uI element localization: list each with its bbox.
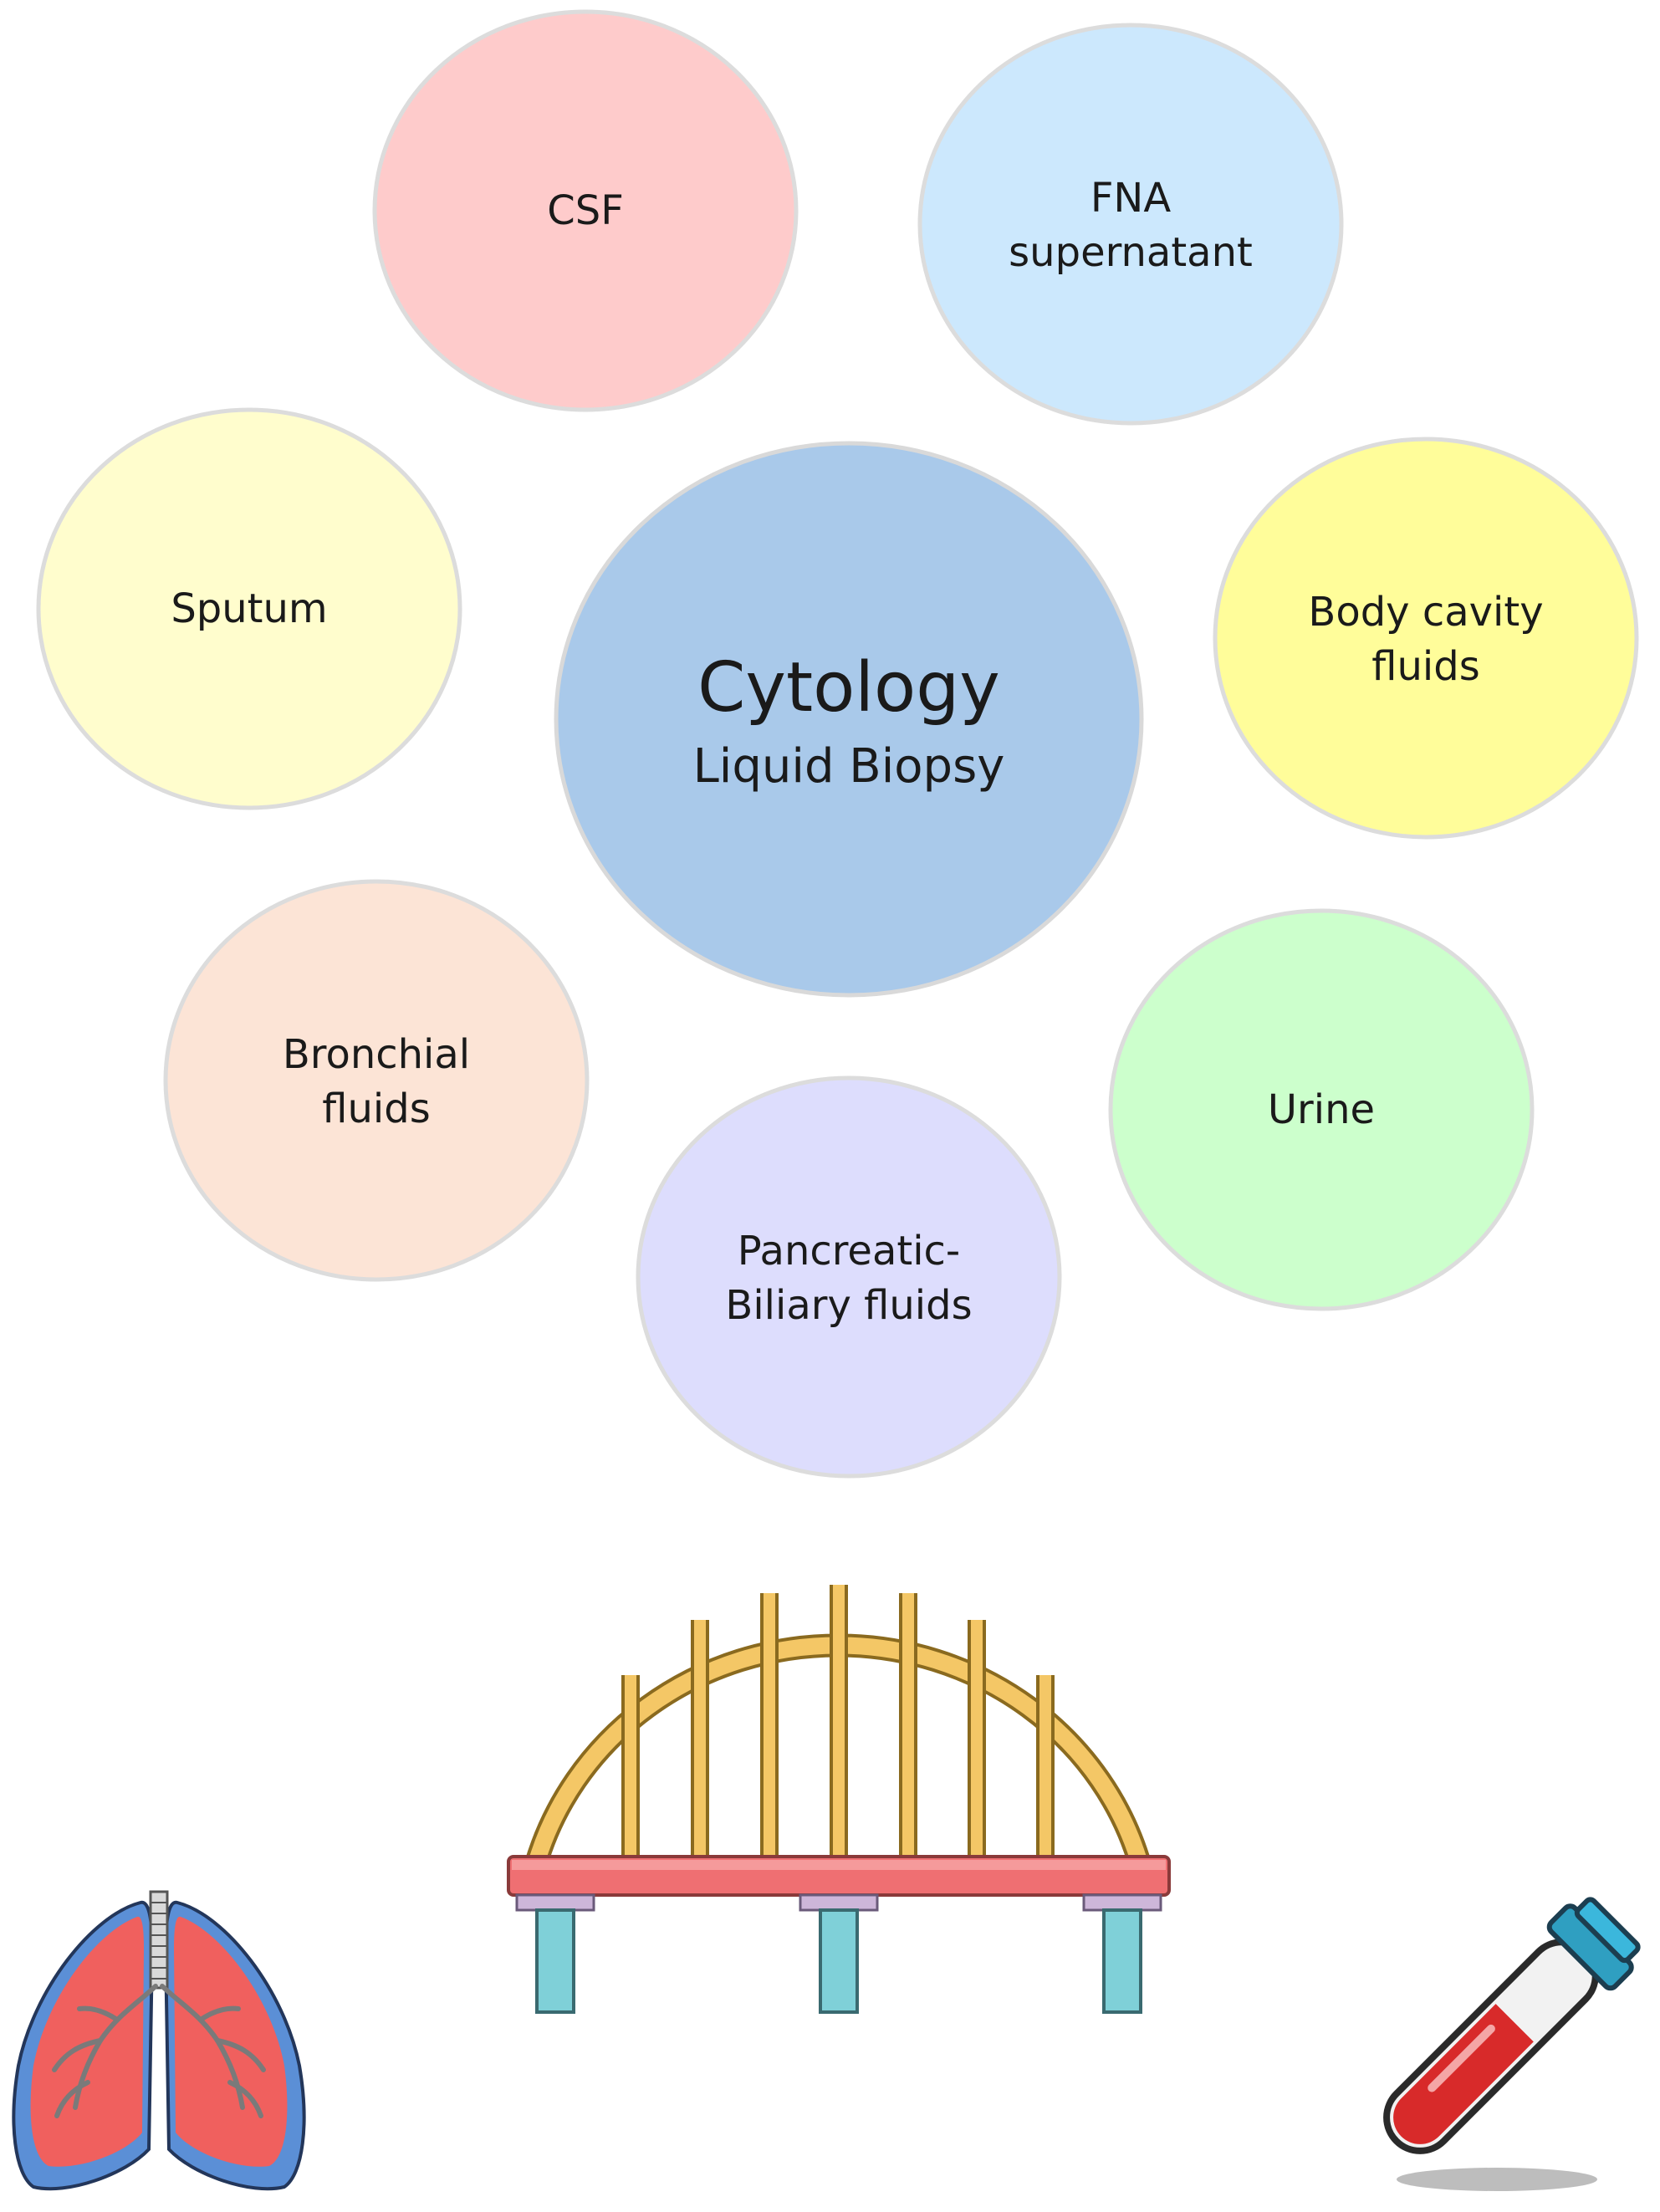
center-node: Cytology Liquid Biopsy bbox=[554, 441, 1144, 998]
bubble-circle bbox=[163, 879, 590, 1282]
bubble-label-fluids: fluids bbox=[322, 1086, 430, 1132]
bubble-label-pancreatic: Pancreatic- bbox=[738, 1228, 961, 1275]
bridge-icon bbox=[507, 1585, 1171, 2014]
center-subtitle: Liquid Biopsy bbox=[693, 739, 1005, 794]
lungs-icon bbox=[12, 1890, 306, 2191]
bubble-circle bbox=[36, 407, 462, 810]
bubble-circle bbox=[372, 9, 799, 412]
bubble-circle bbox=[636, 1075, 1062, 1479]
bubble-label-supernatant: supernatant bbox=[1009, 229, 1253, 276]
bubble-label-sputum: Sputum bbox=[171, 585, 327, 632]
bubble-pancreatic-biliary-fluids: Pancreatic- Biliary fluids bbox=[636, 1075, 1062, 1479]
bubble-urine: Urine bbox=[1108, 908, 1535, 1311]
bubble-label-urine: Urine bbox=[1268, 1086, 1375, 1133]
test-tube-icon bbox=[1383, 1897, 1641, 2191]
bubble-fna-supernatant: FNA supernatant bbox=[917, 23, 1344, 426]
bubble-bronchial-fluids: Bronchial fluids bbox=[163, 879, 590, 1282]
bubble-circle bbox=[917, 23, 1344, 426]
center-circle bbox=[554, 441, 1144, 998]
bubble-label-fluids: fluids bbox=[1371, 643, 1479, 690]
bubble-sputum: Sputum bbox=[36, 407, 462, 810]
bubble-label-biliary-fluids: Biliary fluids bbox=[725, 1282, 972, 1329]
center-title: Cytology bbox=[697, 648, 1000, 728]
bubble-label-bronchial: Bronchial bbox=[283, 1031, 470, 1078]
bubble-label-fna: FNA bbox=[1090, 175, 1172, 222]
bubble-circle bbox=[1108, 908, 1535, 1311]
bubble-csf: CSF bbox=[372, 9, 799, 412]
bubble-body-cavity-fluids: Body cavity fluids bbox=[1213, 437, 1639, 840]
bubble-circle bbox=[1213, 437, 1639, 840]
bubble-label-csf: CSF bbox=[547, 187, 624, 234]
bubble-label-body-cavity: Body cavity bbox=[1308, 589, 1543, 636]
